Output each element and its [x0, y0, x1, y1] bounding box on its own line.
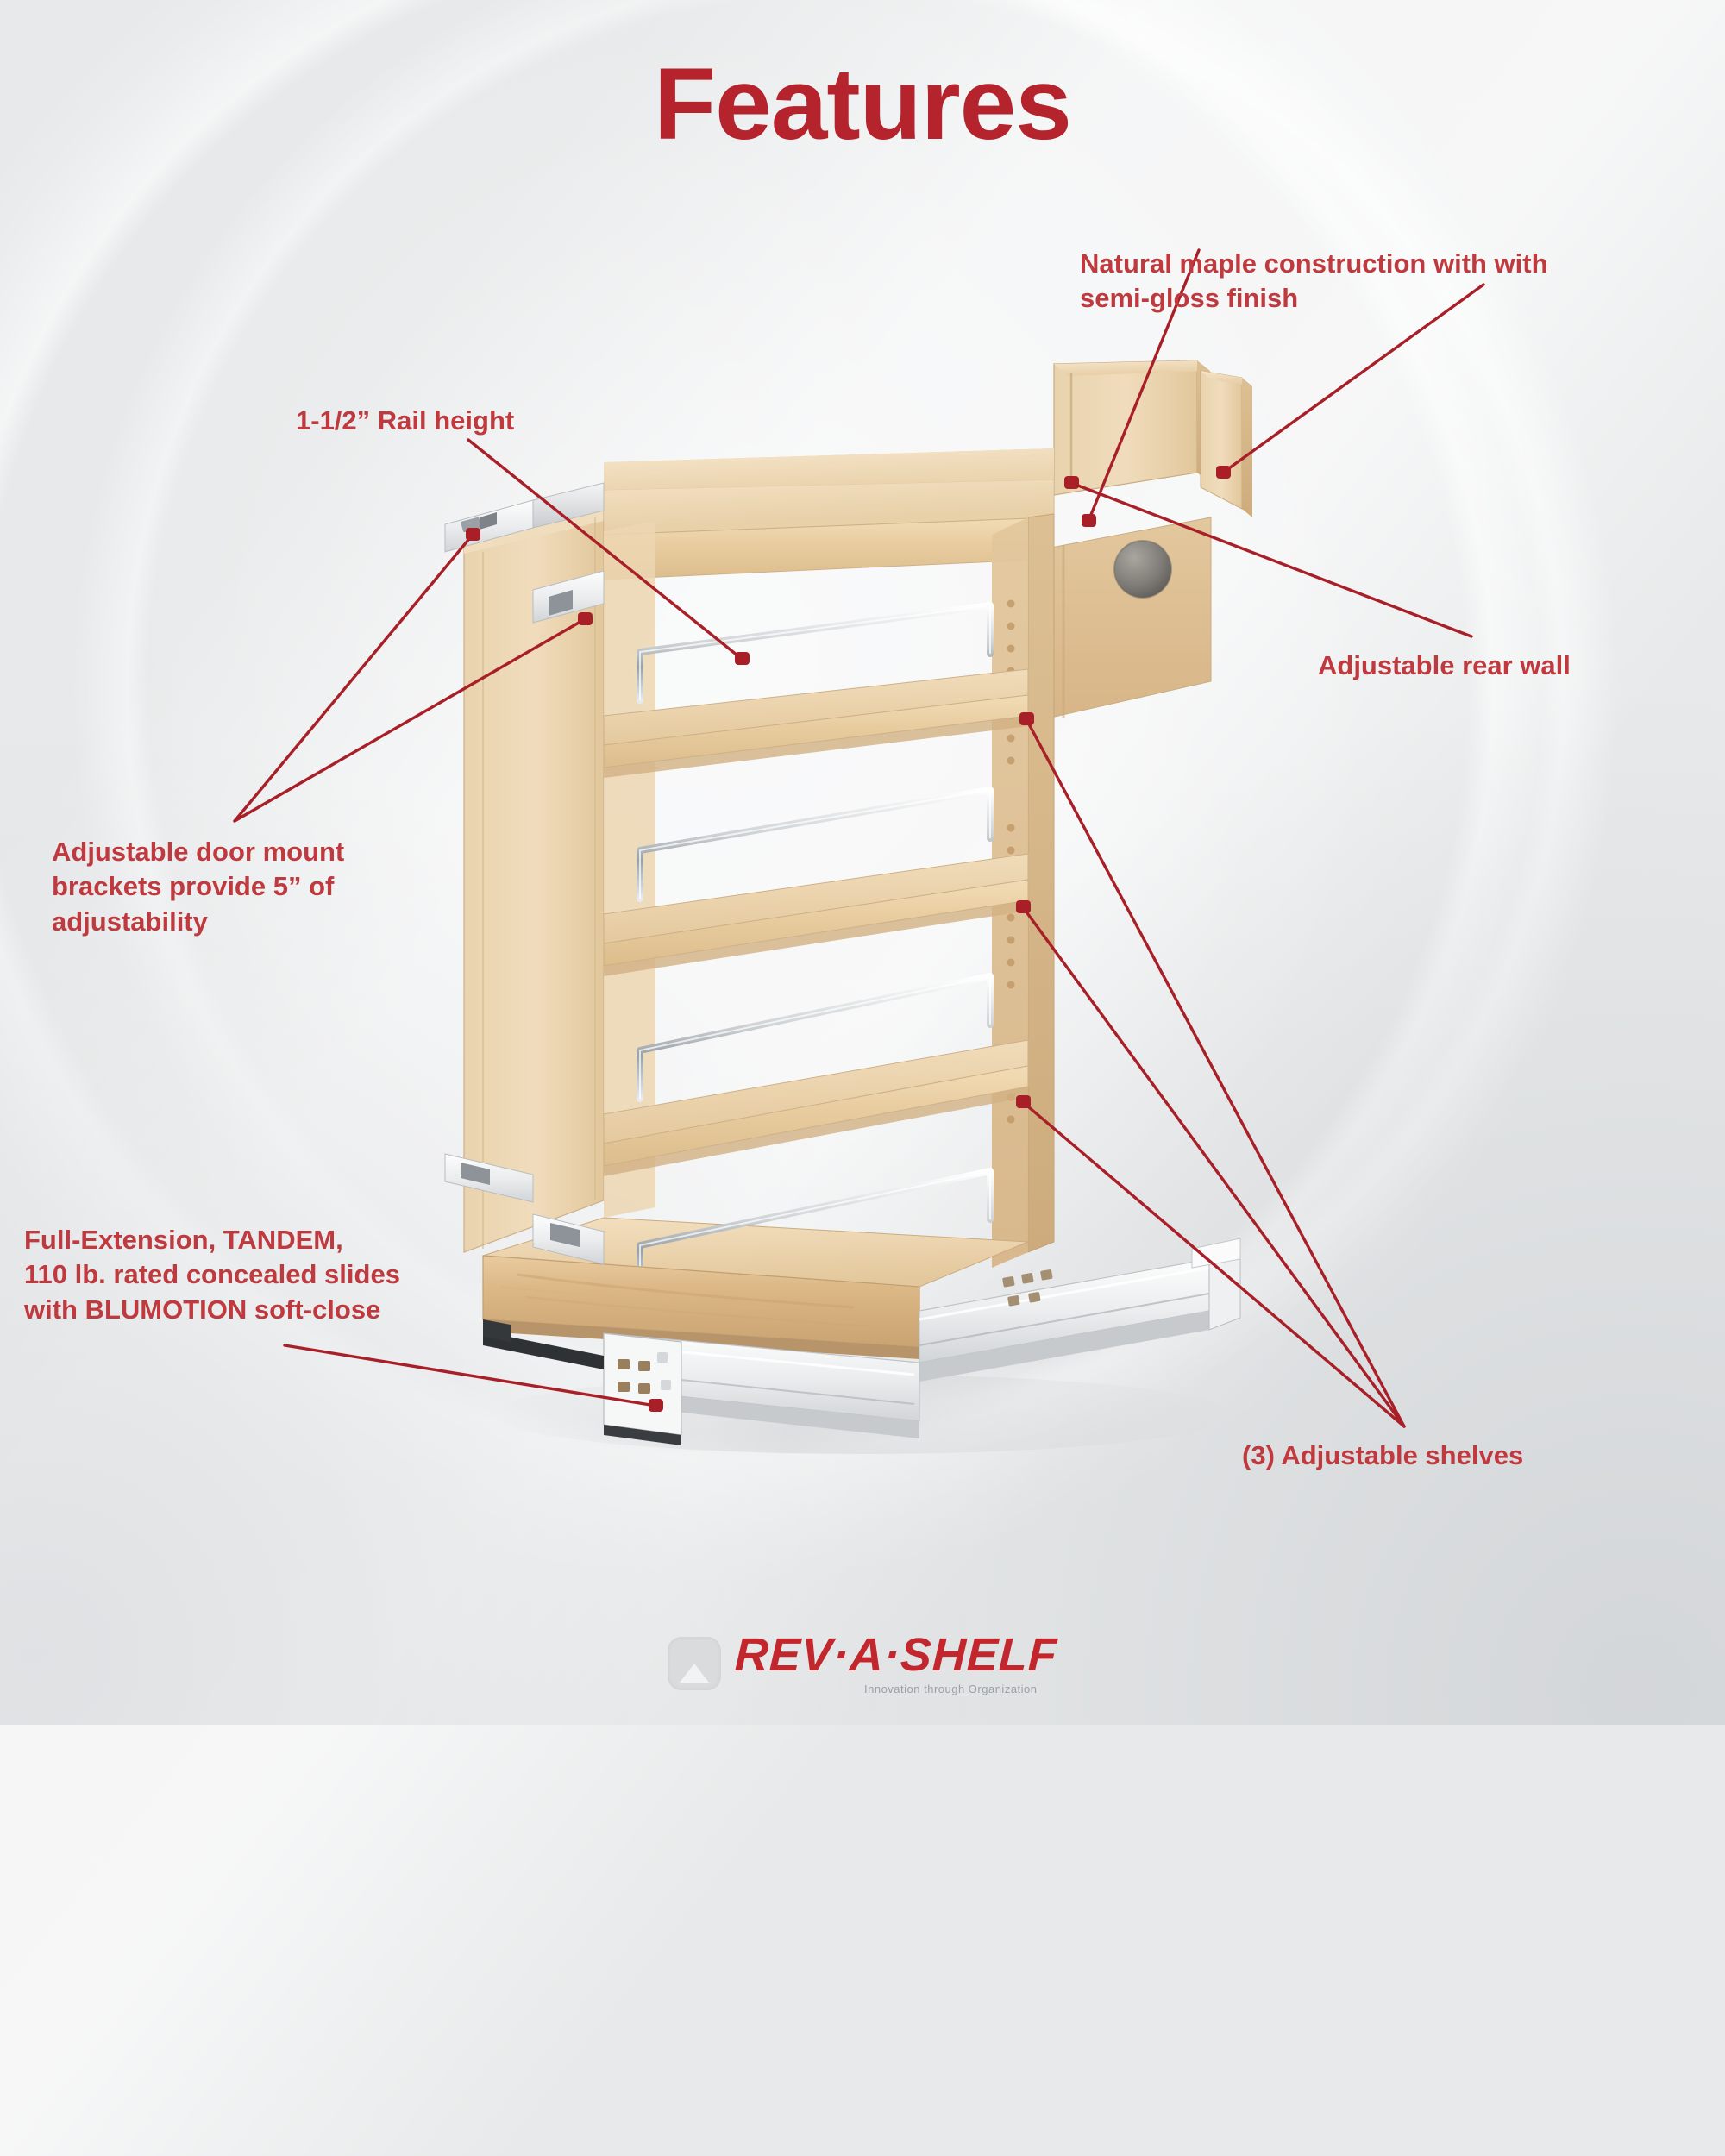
shelf-2 [603, 787, 1029, 976]
leader-shelf-3 [1021, 1100, 1406, 1428]
logo-words: REV·A·SHELF Innovation through Organizat… [733, 1629, 1059, 1695]
door-mount-bracket-upper2 [532, 570, 605, 624]
callout-label-slides: Full-Extension, TANDEM, 110 lb. rated co… [24, 1225, 400, 1325]
leader-slides [283, 1344, 657, 1407]
door-mount-bracket-lower [444, 1153, 534, 1203]
product-illustration [233, 248, 1485, 1454]
logo-tagline: Innovation through Organization [864, 1683, 1038, 1695]
callout-label-natural-maple: Natural maple construction with with sem… [1080, 248, 1548, 314]
leader-maple-2 [1221, 283, 1485, 474]
top-back-band [604, 448, 1054, 531]
shelf-1 [603, 602, 1029, 778]
logo-wordmark: REV·A·SHELF [733, 1629, 1059, 1681]
callout-end-dots [466, 466, 1231, 1412]
leader-shelf-2 [1021, 906, 1406, 1428]
door-mount-bracket-lower2 [532, 1213, 605, 1265]
leader-shelf-1 [1025, 718, 1406, 1428]
adjustable-rear-wall [1027, 360, 1252, 724]
callout-label-door-brackets: Adjustable door mount brackets provide 5… [52, 837, 345, 937]
features-slide: Features [0, 0, 1725, 1725]
callout-leader-lines [233, 248, 1485, 1428]
leader-brackets-1 [233, 533, 474, 823]
leader-rail-height [467, 438, 743, 661]
page-title: Features [654, 47, 1072, 161]
rev-a-shelf-mark-icon [668, 1637, 721, 1690]
leader-maple [1087, 248, 1201, 523]
brand-logo: REV·A·SHELF Innovation through Organizat… [668, 1629, 1059, 1695]
base-board [482, 1255, 920, 1359]
callout-label-rear-wall: Adjustable rear wall [1318, 650, 1571, 680]
concealed-slide-assembly [483, 1238, 1241, 1445]
slide-front-bracket [603, 1332, 682, 1445]
rear-wall-knob [1114, 541, 1171, 598]
leader-brackets-2 [233, 617, 586, 823]
callout-label-rail-height: 1-1/2” Rail height [296, 405, 515, 436]
callout-label-shelves: (3) Adjustable shelves [1242, 1440, 1524, 1470]
shelf-3 [603, 973, 1029, 1176]
leader-rear-wall [1070, 481, 1473, 638]
slide-mount-holes [1002, 1269, 1053, 1307]
bracket-holes [618, 1359, 650, 1394]
